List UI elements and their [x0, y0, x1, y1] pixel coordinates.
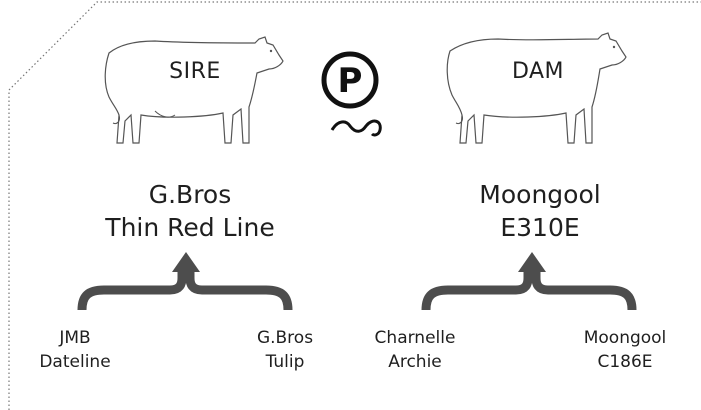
- sire-parent-1-line2: Dateline: [39, 352, 111, 372]
- sire-parents-bracket: [77, 252, 293, 311]
- dam-tag: DAM: [511, 59, 565, 84]
- sire-name-line1: G.Bros: [148, 180, 232, 209]
- sire-parent-1: JMB Dateline: [30, 326, 120, 374]
- dam-arrow-up-icon: [518, 252, 546, 272]
- dam-parent-2-line1: Moongool: [583, 328, 667, 348]
- sire-parent-1-line1: JMB: [59, 328, 91, 348]
- dam-parent-1: Charnelle Archie: [360, 326, 470, 374]
- dam-parent-2-line2: C186E: [597, 352, 653, 372]
- dam-parents-bracket: [421, 252, 637, 311]
- sire-parent-2-line1: G.Bros: [256, 328, 314, 348]
- dam-name: Moongool E310E: [435, 178, 645, 244]
- sire-tag: SIRE: [169, 59, 221, 84]
- dam-parent-1-line1: Charnelle: [374, 328, 456, 348]
- sire-parent-2-line2: Tulip: [265, 352, 305, 372]
- circled-p-with-rope-icon: P: [321, 51, 382, 137]
- dam-name-line2: E310E: [500, 213, 580, 242]
- sire-name: G.Bros Thin Red Line: [85, 178, 295, 244]
- cow-outline-icon: [446, 32, 627, 144]
- center-symbol: P: [338, 61, 363, 101]
- dam-parent-2: Moongool C186E: [570, 326, 680, 374]
- dam-parent-1-line2: Archie: [388, 352, 442, 372]
- dam-name-line1: Moongool: [479, 180, 601, 209]
- sire-name-line2: Thin Red Line: [105, 213, 275, 242]
- sire-arrow-up-icon: [172, 252, 200, 272]
- bull-outline-icon: [104, 36, 284, 144]
- sire-parent-2: G.Bros Tulip: [240, 326, 330, 374]
